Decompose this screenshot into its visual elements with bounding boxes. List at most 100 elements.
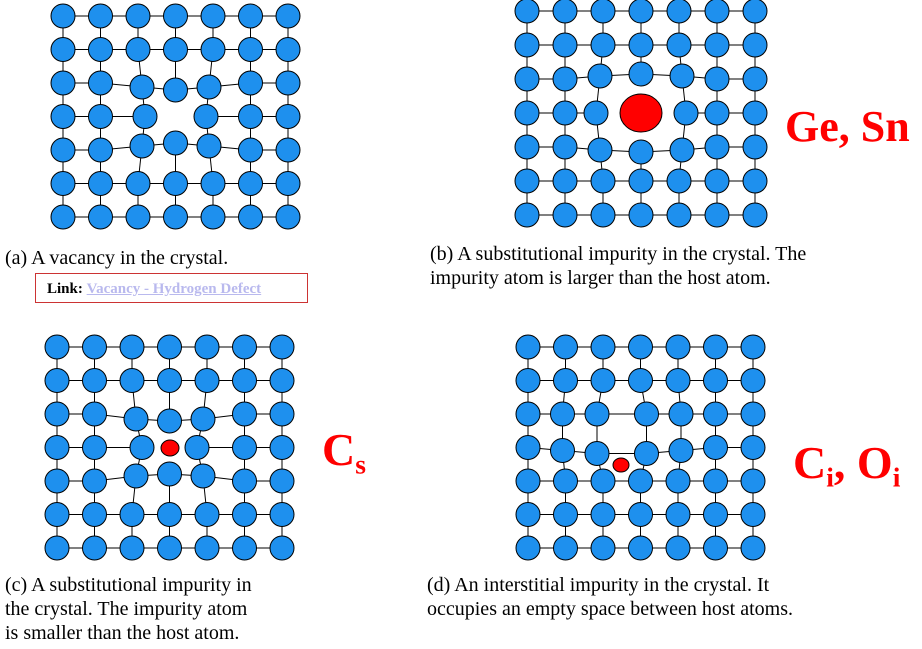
host-atom xyxy=(163,77,188,103)
host-atom xyxy=(82,468,107,494)
host-atom xyxy=(269,535,295,561)
host-atom xyxy=(157,461,182,487)
host-atom xyxy=(590,32,616,58)
host-atom xyxy=(704,202,730,228)
host-atom xyxy=(194,368,220,393)
host-atom xyxy=(515,468,541,494)
host-atom xyxy=(665,468,691,494)
host-atom xyxy=(44,368,70,393)
vacancy-hydrogen-defect-link[interactable]: Vacancy - Hydrogen Defect xyxy=(86,281,262,297)
host-atom xyxy=(515,401,541,427)
host-atom xyxy=(125,3,151,29)
host-atom xyxy=(119,334,145,360)
host-atom xyxy=(269,401,295,427)
host-atom xyxy=(742,134,768,160)
host-atom xyxy=(50,3,76,29)
host-atom xyxy=(50,104,76,129)
host-atom xyxy=(232,468,257,494)
host-atom xyxy=(553,468,578,494)
host-atom xyxy=(628,168,654,194)
lattice-c xyxy=(44,334,295,561)
caption-line: impurity atom is larger than the host at… xyxy=(430,267,771,289)
host-atom xyxy=(590,368,616,393)
label-cs-sub: s xyxy=(355,448,366,480)
host-atom xyxy=(194,334,220,360)
label-ci-oi: Ci, Oi xyxy=(793,437,900,503)
caption-line: the crystal. The impurity atom xyxy=(5,598,248,620)
caption-line: (a) A vacancy in the crystal. xyxy=(5,247,229,269)
host-atom xyxy=(129,133,155,159)
host-atom xyxy=(157,368,182,393)
host-atom xyxy=(88,171,113,196)
host-atom xyxy=(666,0,692,24)
host-atom xyxy=(275,37,301,62)
host-atom xyxy=(163,37,188,62)
host-atom xyxy=(275,171,301,196)
host-atom xyxy=(590,334,616,360)
host-atom xyxy=(163,171,188,196)
host-atom xyxy=(238,171,263,196)
host-atom xyxy=(628,61,654,87)
host-atom xyxy=(269,502,295,527)
host-atom xyxy=(200,37,226,62)
host-atom xyxy=(665,535,691,561)
host-atom xyxy=(157,408,182,434)
host-atom xyxy=(552,202,578,228)
host-atom xyxy=(628,535,653,561)
host-atom xyxy=(82,502,107,527)
host-atom xyxy=(590,535,616,561)
host-atom xyxy=(194,535,220,561)
host-atom xyxy=(550,401,575,427)
host-atom xyxy=(669,137,695,163)
host-atom xyxy=(50,137,76,163)
host-atom xyxy=(704,134,730,160)
host-atom xyxy=(44,502,70,527)
host-atom xyxy=(669,63,695,89)
host-atom xyxy=(584,441,610,466)
host-atom xyxy=(196,74,222,100)
host-atom xyxy=(740,401,766,427)
host-atom xyxy=(232,334,257,360)
host-atom xyxy=(275,137,301,163)
host-atom xyxy=(88,37,113,62)
host-atom xyxy=(238,3,263,29)
host-atom xyxy=(742,168,768,194)
host-atom xyxy=(742,32,768,58)
host-atom xyxy=(50,70,76,96)
host-atom xyxy=(232,535,257,561)
host-atom xyxy=(665,502,691,527)
host-atom xyxy=(704,100,730,126)
host-atom xyxy=(193,104,219,129)
host-atom xyxy=(123,463,149,489)
host-atom xyxy=(514,66,540,92)
host-atom xyxy=(742,202,768,228)
host-atom xyxy=(238,104,263,129)
host-atom xyxy=(742,0,768,24)
host-atom xyxy=(125,37,151,62)
caption-line: occupies an empty space between host ato… xyxy=(427,598,793,620)
host-atom xyxy=(628,502,653,527)
lattice-a xyxy=(50,3,301,230)
host-atom xyxy=(668,438,694,463)
host-atom xyxy=(157,535,182,561)
impurity-atom xyxy=(619,93,663,133)
host-atom xyxy=(628,139,654,165)
host-atom xyxy=(44,435,70,460)
host-atom xyxy=(82,401,107,427)
host-atom xyxy=(553,368,578,393)
caption-line: (b) A substitutional impurity in the cry… xyxy=(430,243,807,265)
host-atom xyxy=(514,202,540,228)
host-atom xyxy=(184,435,210,460)
lattice-d xyxy=(515,334,766,561)
host-atom xyxy=(163,130,188,156)
host-atom xyxy=(275,70,301,96)
host-atom xyxy=(232,502,257,527)
host-atom xyxy=(238,137,263,163)
host-atom xyxy=(666,32,692,58)
host-atom xyxy=(552,66,578,92)
host-atom xyxy=(553,535,578,561)
lattice-b xyxy=(514,0,768,228)
host-atom xyxy=(515,334,541,360)
host-atom xyxy=(200,171,226,196)
host-atom xyxy=(553,502,578,527)
